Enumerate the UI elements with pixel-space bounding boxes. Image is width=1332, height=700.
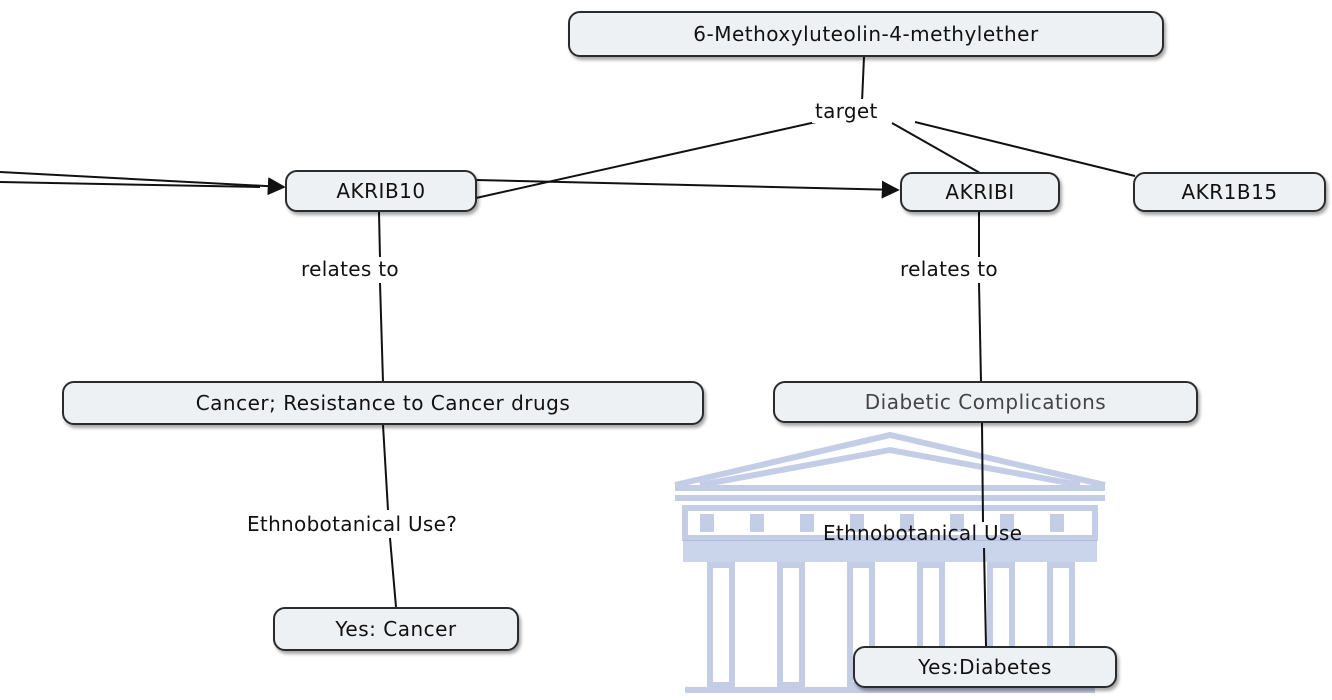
relates-to-left-label: relates to — [298, 257, 402, 281]
node-yes-cancer[interactable]: Yes: Cancer — [273, 607, 519, 651]
incoming-line-upper — [0, 171, 286, 196]
building-watermark — [674, 431, 1106, 693]
node-6-methoxyluteolin[interactable]: 6-Methoxyluteolin-4-methylether — [568, 11, 1164, 57]
target-to-akr1b15-line — [914, 121, 1136, 177]
node-cancer-resistance[interactable]: Cancer; Resistance to Cancer drugs — [62, 381, 704, 425]
methoxy-to-target-line — [861, 56, 865, 103]
akrib10-to-relates-line — [378, 211, 381, 259]
relates-to-right-label: relates to — [897, 257, 1001, 281]
akrib10-to-akribi-arrow — [475, 179, 900, 199]
target-to-akribi-line — [891, 122, 981, 174]
relates-to-cancer-line — [379, 282, 384, 383]
node-akr1b15[interactable]: AKR1B15 — [1133, 172, 1326, 212]
target-to-akrib10-line — [475, 121, 817, 199]
ethno-to-yes-diabetes-line — [983, 547, 987, 647]
ethno-to-yes-cancer-line — [389, 537, 397, 608]
diabetic-to-ethno-line — [981, 422, 984, 523]
incoming-line-lower — [0, 181, 261, 188]
target-link-label: target — [812, 99, 881, 123]
relates-to-diabetic-line — [978, 282, 982, 383]
node-diabetic-complications[interactable]: Diabetic Complications — [773, 381, 1198, 423]
ethnobotanical-use-question-label: Ethnobotanical Use? — [244, 512, 461, 536]
node-yes-diabetes[interactable]: Yes:Diabetes — [853, 646, 1117, 688]
cancer-to-ethno-line — [382, 424, 389, 511]
ethnobotanical-use-label: Ethnobotanical Use — [823, 521, 1023, 545]
node-akribi[interactable]: AKRIBI — [900, 172, 1060, 212]
node-akrib10[interactable]: AKRIB10 — [285, 170, 477, 212]
